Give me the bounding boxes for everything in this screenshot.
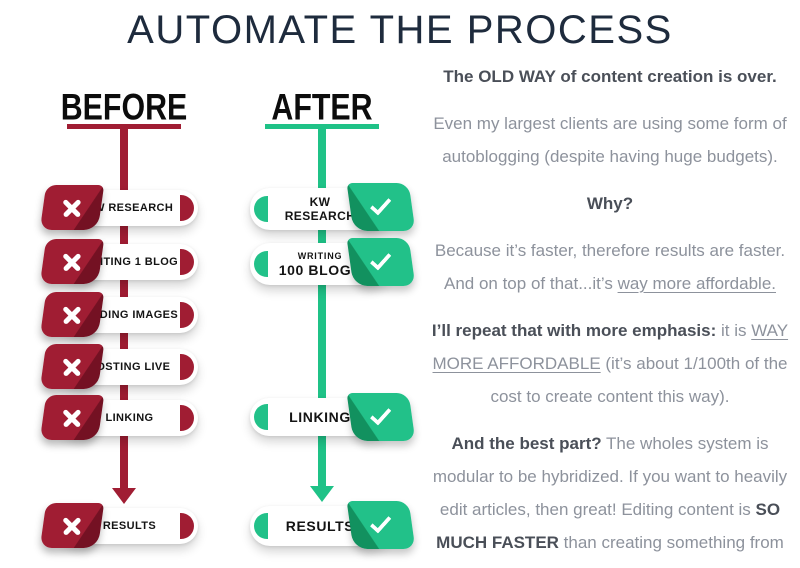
pill-end-cap	[180, 195, 194, 221]
after-step-kw-research: KW RESEARCH	[250, 183, 416, 231]
x-icon	[61, 304, 83, 326]
step-label: RESULTS	[102, 519, 157, 532]
before-step-linking: LINKING	[39, 395, 198, 440]
best-part-bold: And the best part?	[451, 434, 602, 453]
x-badge	[39, 292, 105, 337]
check-badge	[346, 393, 416, 441]
faster-text: Because it’s faster, therefore results a…	[434, 241, 786, 293]
before-arrowhead-icon	[112, 488, 136, 504]
step-label-line2: 100 BLOGS	[278, 261, 362, 278]
pill-end-cap	[180, 405, 194, 431]
pill-end-cap	[180, 513, 194, 539]
step-label: LINKING	[105, 411, 154, 424]
check-icon	[369, 193, 392, 216]
clients-paragraph: Even my largest clients are using some f…	[433, 114, 787, 166]
x-badge	[39, 185, 105, 230]
x-badge	[39, 503, 105, 548]
emphasis-text1: it is	[716, 321, 752, 340]
check-icon	[369, 403, 392, 426]
before-step-kw-research: KW RESEARCH	[39, 185, 198, 230]
way-more-affordable-underline: WAY MORE AFFORDABLE	[432, 321, 789, 373]
pill-end-cap	[254, 404, 268, 430]
step-label-line1: WRITING	[297, 250, 343, 261]
check-icon	[369, 248, 392, 271]
emphasis-paragraph: I’ll repeat that with more emphasis: it …	[420, 314, 800, 413]
step-label: LINKING	[289, 409, 351, 425]
emphasis-text2: (it’s about 1/100th of the cost to creat…	[490, 354, 788, 406]
after-step-writing-100-blogs: WRITING 100 BLOGS	[250, 238, 416, 286]
before-step-posting-live: POSTING LIVE	[39, 344, 198, 389]
faster-paragraph: Because it’s faster, therefore results a…	[420, 234, 800, 300]
before-step-results: RESULTS	[39, 503, 198, 548]
after-step-results: RESULTS	[250, 501, 416, 549]
so-much-faster-bold: SO MUCH FASTER	[436, 500, 781, 552]
x-icon	[61, 407, 83, 429]
old-way-heading: The OLD WAY of content creation is over.	[443, 67, 777, 86]
step-label-line1: KW	[309, 195, 331, 209]
pill-end-cap	[180, 302, 194, 328]
best-part-text2: than creating something from scratch.	[563, 533, 784, 568]
before-step-finding-images: FINDING IMAGES	[39, 292, 198, 337]
x-badge	[39, 395, 105, 440]
pill-end-cap	[254, 513, 268, 539]
step-label: POSTING LIVE	[88, 360, 171, 373]
after-timeline	[318, 124, 326, 488]
x-icon	[61, 251, 83, 273]
check-badge	[346, 238, 416, 286]
emphasis-bold: I’ll repeat that with more emphasis:	[431, 321, 717, 340]
x-icon	[61, 356, 83, 378]
why-heading: Why?	[586, 194, 634, 213]
step-label: WRITING 1 BLOG	[80, 255, 179, 268]
pill-end-cap	[180, 354, 194, 380]
article-column: The OLD WAY of content creation is over.…	[420, 60, 800, 568]
x-icon	[61, 197, 83, 219]
pill-end-cap	[180, 249, 194, 275]
best-part-text1: The wholes system is modular to be hybri…	[432, 434, 788, 519]
after-heading: AFTER	[271, 86, 373, 128]
step-label-line2: RESEARCH	[284, 209, 356, 223]
check-badge	[346, 501, 416, 549]
page-title: AUTOMATE THE PROCESS	[127, 8, 673, 52]
check-badge	[346, 183, 416, 231]
check-icon	[369, 511, 392, 534]
step-label: KW RESEARCH	[85, 201, 174, 214]
before-step-writing-1-blog: WRITING 1 BLOG	[39, 239, 198, 284]
step-label: RESULTS	[285, 518, 355, 534]
x-badge	[39, 344, 105, 389]
step-label: FINDING IMAGES	[80, 308, 179, 321]
pill-end-cap	[254, 196, 268, 222]
after-arrowhead-icon	[310, 486, 334, 502]
before-heading: BEFORE	[60, 86, 188, 128]
x-badge	[39, 239, 105, 284]
affordable-underline: way more affordable.	[617, 274, 776, 293]
best-part-paragraph: And the best part? The wholes system is …	[420, 427, 800, 568]
pill-end-cap	[254, 251, 268, 277]
x-icon	[61, 515, 83, 537]
after-step-linking: LINKING	[250, 393, 416, 441]
